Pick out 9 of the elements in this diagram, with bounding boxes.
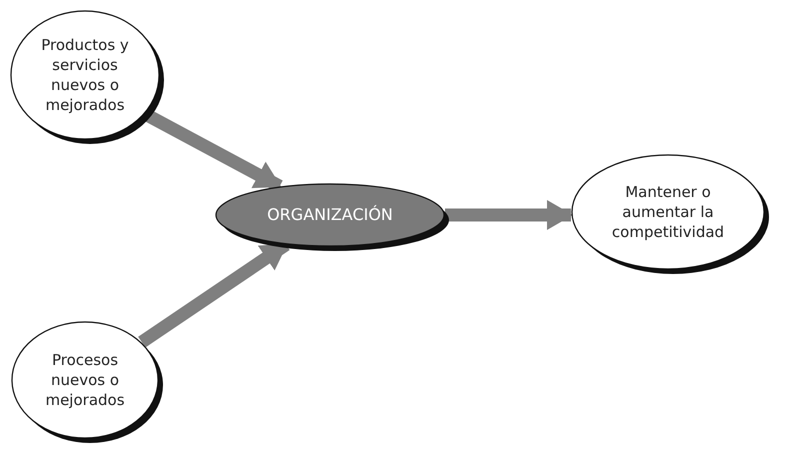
ellipse-node [11, 321, 165, 445]
ellipse-node [10, 10, 166, 146]
node-text: Productos y servicios nuevos o mejorados [40, 34, 130, 116]
node-text: Mantener o aumentar la competitividad [610, 182, 726, 244]
ellipse-node [571, 154, 771, 276]
node-text: ORGANIZACIÓN [266, 204, 394, 226]
organization-ellipse [215, 183, 451, 253]
arrow [445, 200, 573, 230]
node-text: Procesos nuevos o mejorados [44, 350, 126, 412]
